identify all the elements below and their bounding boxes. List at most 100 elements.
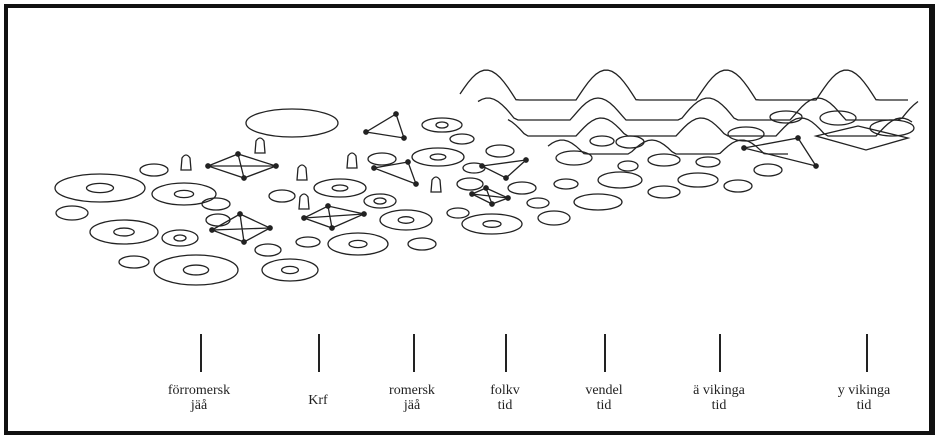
mound-outline (261, 258, 319, 282)
mound-centre (435, 121, 449, 129)
mound-outline (461, 213, 523, 235)
setting-outline (743, 137, 818, 168)
mound-outline (647, 185, 681, 199)
burial-mound (89, 219, 159, 245)
burial-mound (139, 163, 169, 177)
mound-centre (280, 265, 300, 275)
burial-mound (573, 193, 623, 211)
setting-stone (267, 225, 273, 231)
period-tick-forromersk (200, 334, 202, 372)
mound-outline (456, 177, 484, 191)
burial-mound (647, 185, 681, 199)
setting-stone (325, 203, 331, 209)
burial-mound (647, 153, 681, 167)
ship-setting (741, 135, 819, 169)
mound-centre (482, 220, 502, 228)
burial-mound (769, 110, 803, 124)
period-label-line1: y vikinga (837, 383, 891, 398)
period-label-line1: Krf (308, 393, 328, 408)
setting-stone (329, 225, 335, 231)
mound-outline (161, 229, 199, 247)
mound-outline (54, 173, 146, 203)
mound-outline (379, 209, 433, 231)
mound-outline (407, 237, 437, 251)
setting-stone (241, 239, 247, 245)
burial-mound (677, 172, 719, 188)
period-label-y-vikinga: y vikinga tid (838, 383, 891, 413)
burial-mound (589, 135, 615, 147)
mound-outline (254, 243, 282, 257)
setting-stone (505, 195, 511, 201)
period-label-line1: ä vikinga (693, 383, 745, 398)
setting-stone (483, 185, 489, 191)
mound-outline (555, 150, 593, 166)
burial-mound (753, 163, 783, 177)
barrow-hills (459, 69, 919, 155)
burial-mound (446, 207, 470, 219)
ship-setting (301, 203, 367, 231)
period-label-line2: tid (497, 398, 513, 413)
figure-frame: förromersk jäå Krf romersk jäå folkv tid… (4, 4, 935, 435)
setting-stone (371, 165, 377, 171)
burial-mound (327, 232, 389, 256)
grave-field-illustration (54, 69, 919, 286)
mound-outline (153, 254, 239, 286)
hill-ridge (459, 69, 908, 101)
period-label-line1: vendel (585, 383, 623, 398)
setting-outline (479, 159, 529, 179)
burial-mound (201, 197, 231, 211)
mound-outline (327, 232, 389, 256)
ship-setting (363, 111, 407, 141)
mound-centre (85, 182, 115, 194)
mound-outline (89, 219, 159, 245)
mound-outline (55, 205, 89, 221)
standing-stone (430, 176, 442, 193)
mound-centre (113, 227, 135, 237)
period-tick-folkv (505, 334, 507, 372)
mound-outline (507, 181, 537, 195)
burial-mound (261, 258, 319, 282)
mound-outline (677, 172, 719, 188)
mound-outline (151, 182, 217, 206)
mound-outline (617, 160, 639, 172)
burial-mound (313, 178, 367, 198)
mound-centre (173, 234, 187, 242)
period-label-forromersk: förromersk jäå (168, 383, 230, 413)
ship-setting (479, 157, 529, 181)
mound-centre (331, 184, 349, 192)
period-label-line2: tid (856, 398, 872, 413)
standing-stone (296, 164, 308, 181)
setting-stone (363, 129, 369, 135)
period-tick-krf (318, 334, 320, 372)
mound-outline (201, 197, 231, 211)
mound-outline (268, 189, 296, 203)
mound-outline (727, 126, 765, 142)
mound-outline (553, 178, 579, 190)
mound-outline (363, 193, 397, 209)
burial-mound (555, 150, 593, 166)
ship-setting (371, 159, 419, 187)
period-label-line2: jäå (403, 398, 421, 413)
mound-centre (373, 197, 387, 205)
setting-stone (237, 211, 243, 217)
burial-mound (205, 213, 231, 227)
setting-stone (813, 163, 819, 169)
mound-outline (485, 144, 515, 158)
burial-mounds (54, 108, 915, 286)
burial-mound (507, 181, 537, 195)
burial-mound (819, 110, 857, 126)
burial-mound (449, 133, 475, 145)
burial-mound (526, 197, 550, 209)
setting-stone (235, 151, 241, 157)
period-label-romersk: romersk jäå (389, 383, 435, 413)
setting-stone (795, 135, 801, 141)
setting-outline (371, 161, 418, 186)
burial-mound (553, 178, 579, 190)
mound-outline (367, 152, 397, 166)
mound-centre (182, 264, 210, 276)
hill-ridge (477, 97, 919, 121)
burial-mound (456, 177, 484, 191)
mound-outline (753, 163, 783, 177)
mound-outline (647, 153, 681, 167)
hill-ridge (547, 139, 788, 155)
